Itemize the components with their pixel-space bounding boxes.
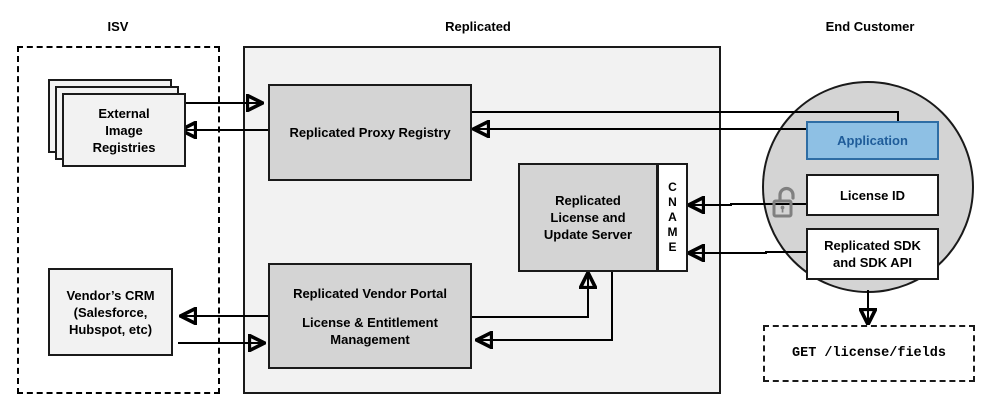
isv-group-boundary bbox=[17, 46, 220, 394]
vendor-portal-line-4: Management bbox=[330, 331, 410, 347]
unlock-icon bbox=[772, 186, 795, 218]
license-update-server-line-2: License and bbox=[550, 210, 626, 225]
vendor-portal-line-3: License & Entitlement bbox=[302, 314, 438, 330]
node-cname[interactable]: C N A M E bbox=[657, 163, 688, 272]
zone-title-replicated: Replicated bbox=[445, 19, 511, 34]
license-update-server-line-1: Replicated bbox=[555, 193, 621, 208]
replicated-sdk-line-1: Replicated SDK bbox=[824, 238, 921, 253]
node-external-image-registries[interactable]: External Image Registries bbox=[62, 93, 186, 167]
node-vendors-crm[interactable]: Vendor’s CRM (Salesforce, Hubspot, etc) bbox=[48, 268, 173, 356]
license-id-label: License ID bbox=[839, 187, 906, 203]
license-fields-request-label: GET /license/fields bbox=[792, 346, 946, 361]
cname-letter-e: E bbox=[668, 240, 677, 254]
external-image-registries-line-3: Registries bbox=[92, 139, 156, 155]
license-update-server-line-3: Update Server bbox=[543, 227, 633, 242]
vendor-portal-line-1: Replicated Vendor Portal bbox=[293, 285, 447, 301]
replicated-proxy-registry-label: Replicated Proxy Registry bbox=[289, 125, 451, 140]
node-application[interactable]: Application bbox=[806, 121, 939, 160]
node-replicated-proxy-registry[interactable]: Replicated Proxy Registry bbox=[268, 84, 472, 181]
external-image-registries-line-2: Image bbox=[105, 122, 143, 138]
node-replicated-vendor-portal[interactable]: Replicated Vendor Portal License & Entit… bbox=[268, 263, 472, 369]
zone-title-end-customer: End Customer bbox=[825, 19, 915, 34]
node-replicated-license-update-server[interactable]: Replicated License and Update Server bbox=[518, 163, 658, 272]
node-license-id[interactable]: License ID bbox=[806, 174, 939, 216]
cname-letter-n: N bbox=[668, 195, 677, 209]
vendors-crm-line-1: Vendor’s CRM bbox=[66, 287, 155, 303]
application-label: Application bbox=[837, 133, 908, 148]
replicated-sdk-line-2: and SDK API bbox=[833, 255, 912, 270]
vendors-crm-line-3: Hubspot, etc) bbox=[68, 321, 153, 337]
cname-letter-c: C bbox=[668, 180, 677, 194]
vendors-crm-line-2: (Salesforce, bbox=[73, 304, 148, 320]
node-license-fields-request[interactable]: GET /license/fields bbox=[763, 325, 975, 382]
external-image-registries-line-1: External bbox=[98, 105, 150, 121]
zone-title-isv: ISV bbox=[107, 19, 129, 34]
node-replicated-sdk[interactable]: Replicated SDK and SDK API bbox=[806, 228, 939, 280]
cname-letter-m: M bbox=[667, 225, 678, 239]
cname-letter-a: A bbox=[668, 210, 677, 224]
